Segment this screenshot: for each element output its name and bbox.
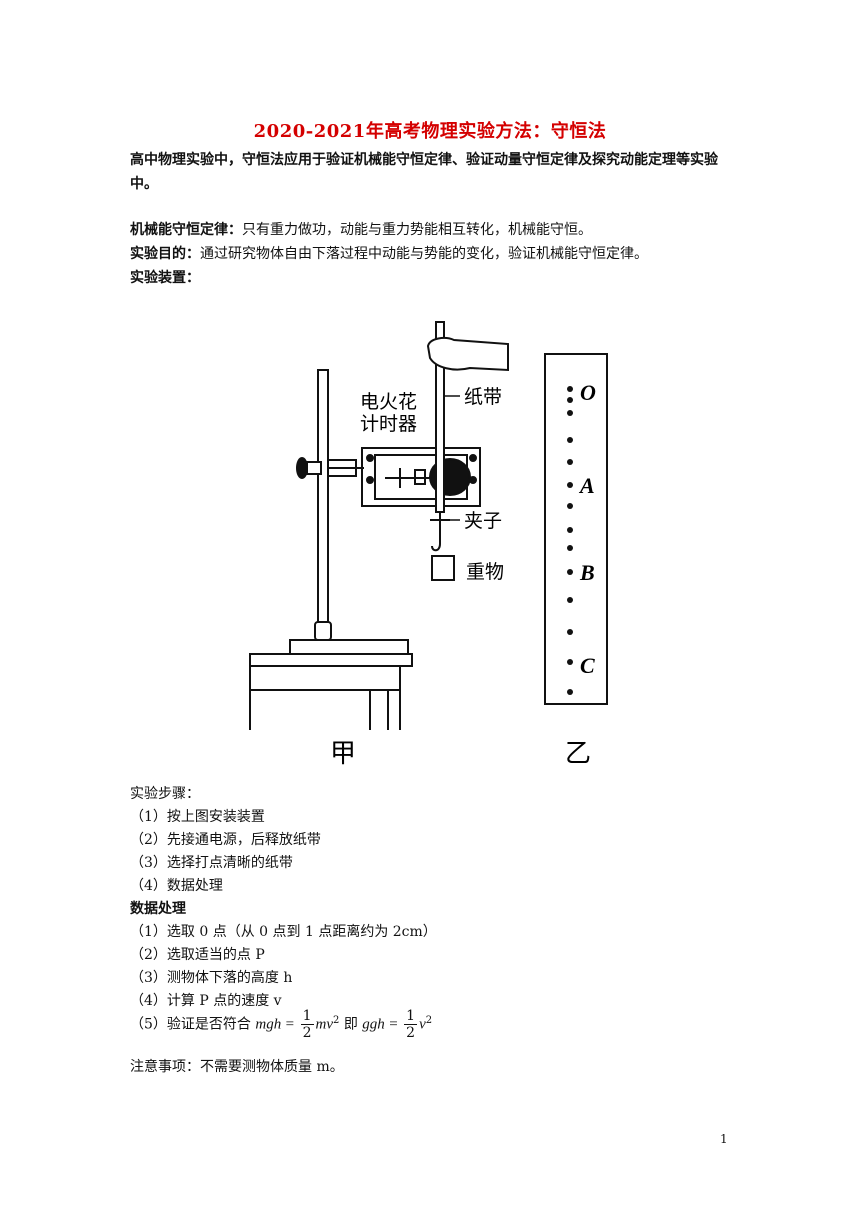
steps-heading: 实验步骤：	[130, 786, 200, 802]
caption-left: 甲	[330, 739, 356, 769]
law-text: 只有重力做功，动能与重力势能相互转化，机械能守恒。	[242, 222, 592, 238]
superscript-2: 2	[425, 1014, 433, 1026]
point-label-b: B	[579, 560, 595, 585]
paper-tape	[430, 321, 450, 532]
clip-label: 夹子	[464, 510, 502, 532]
data-item: （2）选取适当的点 P	[130, 947, 265, 963]
tape-label: 纸带	[464, 386, 502, 408]
step-item: （2）先接通电源，后释放纸带	[130, 832, 321, 848]
formula-connector: 即	[343, 1016, 358, 1033]
page-number: 1	[720, 1132, 728, 1146]
note: 注意事项：不需要测物体质量 m。	[130, 1059, 344, 1075]
superscript-1: 2	[333, 1014, 340, 1026]
apparatus-label: 实验装置：	[130, 270, 200, 286]
step-item: （1）按上图安装装置	[130, 809, 265, 825]
data-item: （4）计算 P 点的速度 v	[130, 993, 282, 1009]
clamp-illustration	[296, 457, 364, 479]
purpose-text: 通过研究物体自由下落过程中动能与势能的变化，验证机械能守恒定律。	[200, 246, 648, 262]
stand-rod	[314, 369, 332, 641]
point-label-o: O	[580, 380, 596, 405]
formula-eq-1: =	[285, 1016, 295, 1033]
timer-label-1: 电火花	[360, 391, 417, 413]
data-processing-heading: 数据处理	[130, 901, 186, 917]
step-item: （4）数据处理	[130, 878, 223, 894]
step-item: （3）选择打点清晰的纸带	[130, 855, 293, 871]
page-title: 2020-2021年高考物理实验方法：守恒法	[253, 121, 607, 142]
tape-dots	[567, 386, 573, 695]
tape-strip: O A B C	[544, 353, 608, 705]
weight-label: 重物	[466, 561, 504, 583]
formula-prefix: （5）验证是否符合	[130, 1016, 251, 1033]
law-line: 机械能守恒定律：只有重力做功，动能与重力势能相互转化，机械能守恒。	[130, 219, 592, 239]
intro-paragraph: 高中物理实验中，守恒法应用于验证机械能守恒定律、验证动量守恒定律及探究动能定理等…	[130, 152, 718, 192]
label-leaders	[444, 395, 460, 521]
purpose-label: 实验目的：	[130, 246, 200, 262]
formula-right-2: v	[419, 1016, 426, 1033]
formula-left-1: mgh	[255, 1016, 282, 1033]
apparatus-figure: 电火花 计时器 纸带 夹子 重物 O A B C 甲 乙	[249, 321, 608, 769]
formula-left-2: ggh	[362, 1016, 385, 1033]
caption-right: 乙	[565, 739, 591, 769]
spark-timer	[361, 447, 481, 507]
point-label-c: C	[580, 653, 595, 678]
point-label-a: A	[578, 473, 595, 498]
formula-eq-2: =	[389, 1016, 398, 1033]
table-illustration	[249, 639, 413, 730]
weight-illustration	[431, 532, 455, 581]
data-item: （1）选取 0 点（从 0 点到 1 点距离约为 2cm）	[130, 924, 437, 940]
law-label: 机械能守恒定律：	[130, 222, 242, 238]
purpose-line: 实验目的：通过研究物体自由下落过程中动能与势能的变化，验证机械能守恒定律。	[130, 243, 648, 263]
timer-label-2: 计时器	[360, 413, 417, 435]
hand-illustration	[426, 337, 509, 372]
data-item: （3）测物体下落的高度 h	[130, 970, 293, 986]
formula-right-1: mv	[315, 1016, 334, 1033]
